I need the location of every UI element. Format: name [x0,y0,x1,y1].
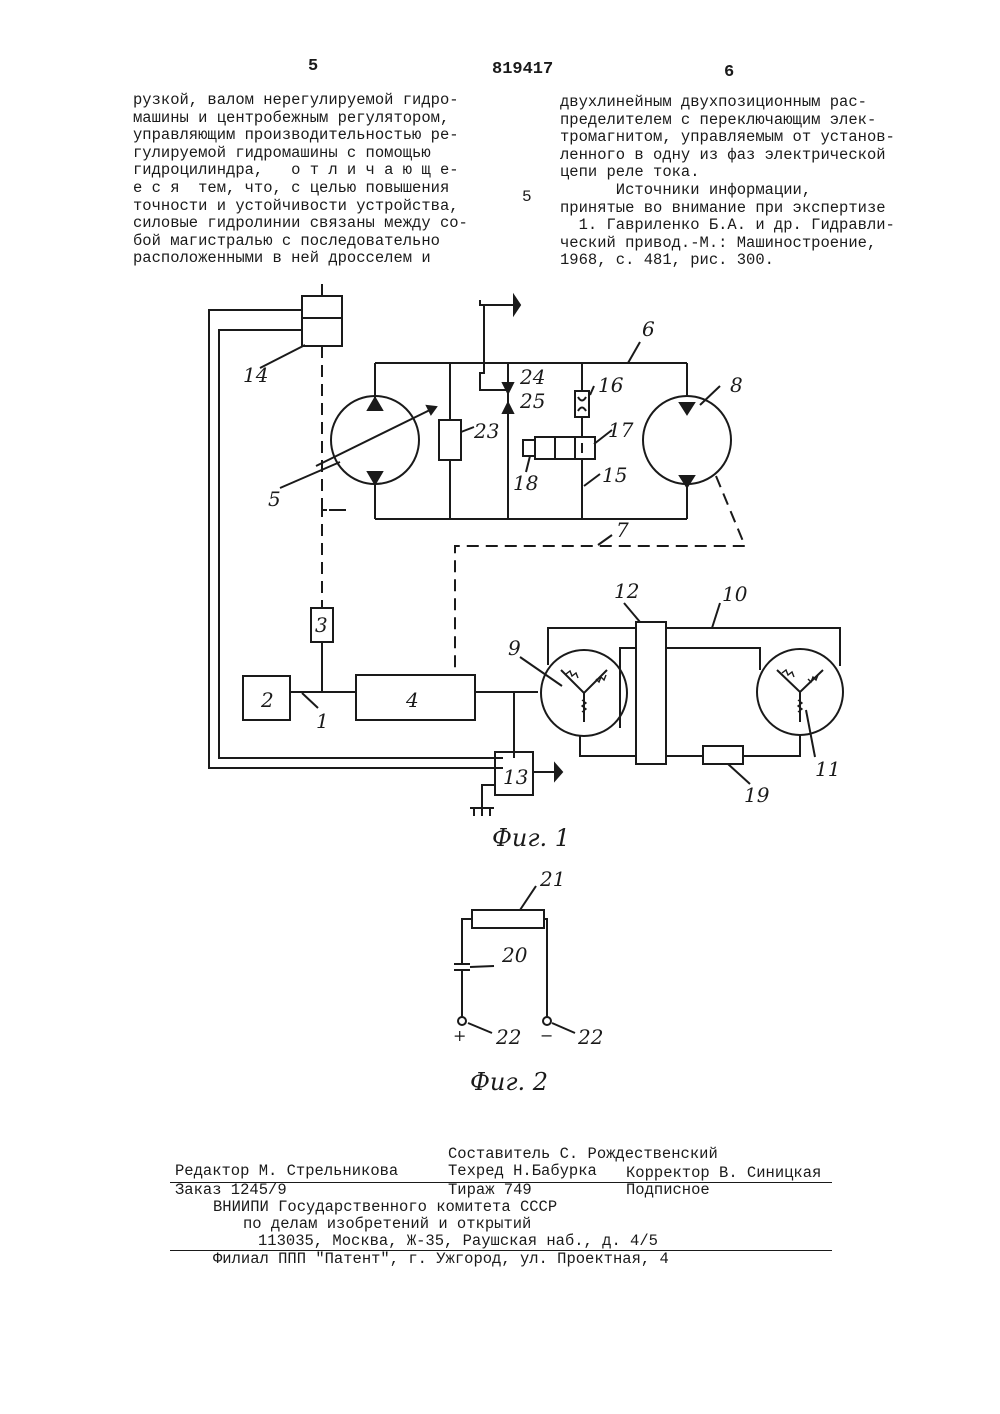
plus-sign: + [453,1026,466,1045]
imprint-address: 113035, Москва, Ж-35, Раушская наб., д. … [258,1233,658,1251]
imprint-order: Заказ 1245/9 [175,1182,287,1200]
pump-arrow-up [368,398,382,410]
relief-valve-23 [439,420,461,460]
imprint-circulation: Тираж 749 [448,1182,532,1200]
winding-21 [472,910,544,928]
check-valve-25 [503,403,513,413]
label-12: 12 [614,579,639,603]
imprint-techred: Техред Н.Бабурка [448,1163,597,1181]
label-7: 7 [616,518,629,542]
imprint-branch: Филиал ППП "Патент", г. Ужгород, ул. Про… [213,1251,669,1269]
label-22-minus: 22 [577,1025,603,1049]
label-19: 19 [744,783,770,807]
resistor-19 [703,746,743,764]
label-22-plus: 22 [495,1025,521,1049]
label-25: 25 [519,389,545,413]
switch-12 [636,622,666,764]
throttle-16 [575,391,589,417]
signal-output-triangle [514,296,520,314]
label-21: 21 [539,867,565,891]
label-20: 20 [501,943,528,967]
label-18: 18 [513,471,538,495]
label-11: 11 [815,757,840,781]
imprint-organization-dept: по делам изобретений и открытий [243,1216,531,1234]
figure-2-caption: Фиг. 2 [470,1068,548,1096]
figure-1-caption: Фиг. 1 [492,824,570,852]
label-14: 14 [243,363,268,387]
label-5: 5 [268,487,281,511]
label-16: 16 [598,373,624,397]
label-15: 15 [602,463,627,487]
check-valve-24 [503,383,513,393]
label-8: 8 [730,373,743,397]
imprint-editor: Редактор М. Стрельникова [175,1163,398,1181]
label-13: 13 [503,765,528,789]
hydraulic-circuit-diagram: 1 2 3 4 5 6 7 8 9 10 11 12 13 14 15 16 1… [0,0,1000,1120]
label-3: 3 [315,613,328,637]
label-4: 4 [405,688,419,712]
minus-sign: − [540,1026,553,1045]
electromagnet-18 [523,440,535,456]
label-23: 23 [473,419,499,443]
label-17: 17 [608,418,634,442]
label-1: 1 [316,709,329,733]
distributor-17 [535,437,595,459]
terminal-plus-22 [458,1017,466,1025]
hydrocylinder-14 [302,296,342,346]
imprint-subscription: Подписное [626,1182,710,1200]
terminal-minus-22 [543,1017,551,1025]
label-9: 9 [508,636,521,660]
label-6: 6 [642,317,655,341]
label-24: 24 [519,365,545,389]
imprint-compiler: Составитель С. Рождественский [448,1146,718,1164]
imprint-organization: ВНИИПИ Государственного комитета СССР [213,1199,557,1217]
label-2: 2 [260,688,274,712]
label-10: 10 [722,582,748,606]
pump-arrow-down [368,472,382,484]
imprint-corrector: Корректор В. Синицкая [626,1165,821,1183]
